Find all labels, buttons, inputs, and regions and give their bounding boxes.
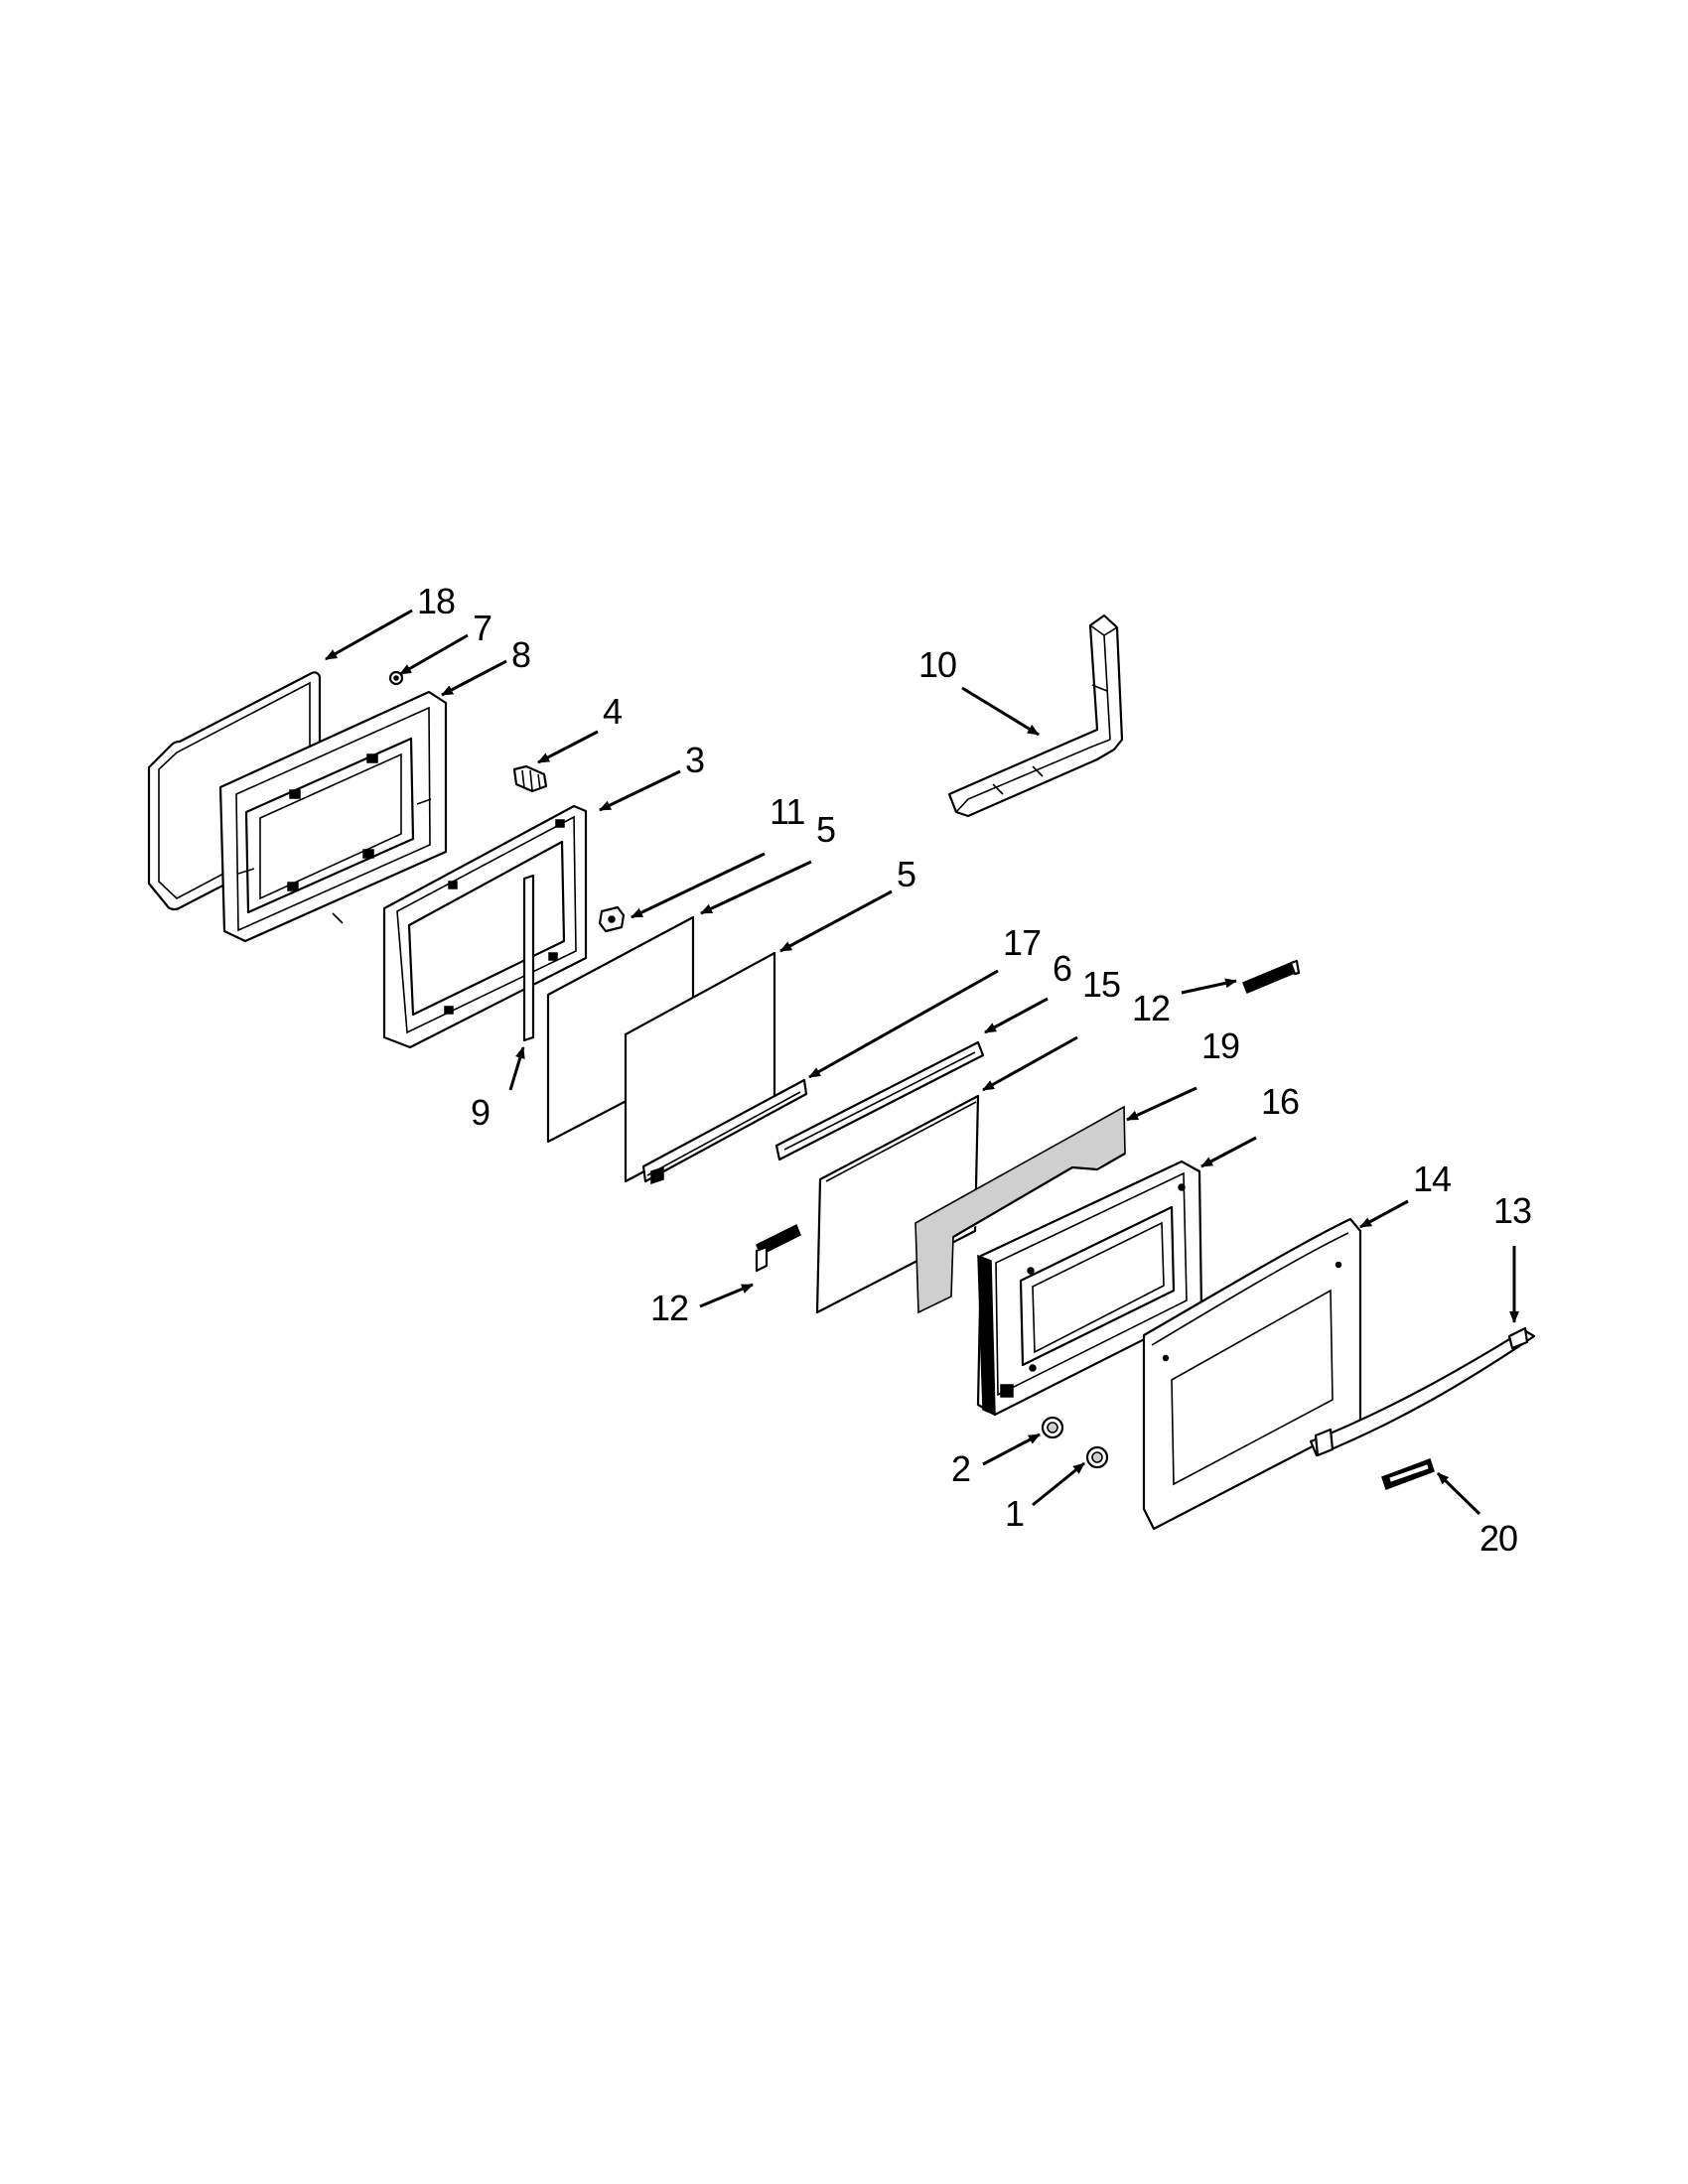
callout-8: 8 [511, 634, 530, 675]
callout-14: 14 [1413, 1159, 1451, 1199]
part-10-vent-duct [947, 614, 1124, 818]
part-11-shoulder-screw [598, 905, 626, 933]
callout-19: 19 [1201, 1025, 1239, 1066]
callout-3: 3 [685, 740, 704, 780]
callout-1: 1 [1005, 1493, 1024, 1534]
part-4-bolt [512, 764, 548, 793]
callout-12-lower: 12 [650, 1288, 688, 1328]
callout-9: 9 [471, 1092, 490, 1133]
callout-5-front: 5 [897, 854, 915, 894]
part-8-inner-door-frame [218, 690, 448, 943]
part-16-outer-door-frame [976, 1160, 1203, 1417]
part-1-washer [1085, 1445, 1109, 1469]
part-9-side-bracket [522, 874, 535, 1042]
part-13-handle [1309, 1326, 1536, 1457]
part-19-door-insulation [914, 1105, 1126, 1314]
callout-4: 4 [603, 691, 622, 732]
callout-2: 2 [951, 1448, 970, 1489]
part-7-screw [388, 670, 404, 686]
part-20-end-cap [1381, 1458, 1435, 1490]
callout-6: 6 [1053, 948, 1071, 989]
callout-11: 11 [770, 791, 804, 832]
callout-7: 7 [473, 608, 492, 648]
callout-18: 18 [417, 581, 455, 621]
callout-20: 20 [1479, 1518, 1517, 1559]
callout-12-upper: 12 [1132, 988, 1170, 1028]
callout-13: 13 [1493, 1190, 1531, 1231]
part-12-lower-bracket [755, 1223, 801, 1273]
part-2-washer [1041, 1416, 1064, 1439]
leader-lines [325, 609, 1519, 1516]
part-14-door-outer-panel [1142, 1217, 1362, 1531]
part-15-door-glass [815, 1094, 980, 1314]
callout-15: 15 [1082, 964, 1120, 1005]
callout-16: 16 [1261, 1081, 1299, 1122]
callout-10: 10 [918, 644, 956, 685]
part-6-vent-trim [774, 1040, 985, 1161]
part-12-upper-bracket [1242, 959, 1301, 994]
callout-17: 17 [1003, 922, 1041, 963]
callout-5-rear: 5 [816, 809, 835, 850]
part-17-glass-retainer [641, 1078, 808, 1185]
